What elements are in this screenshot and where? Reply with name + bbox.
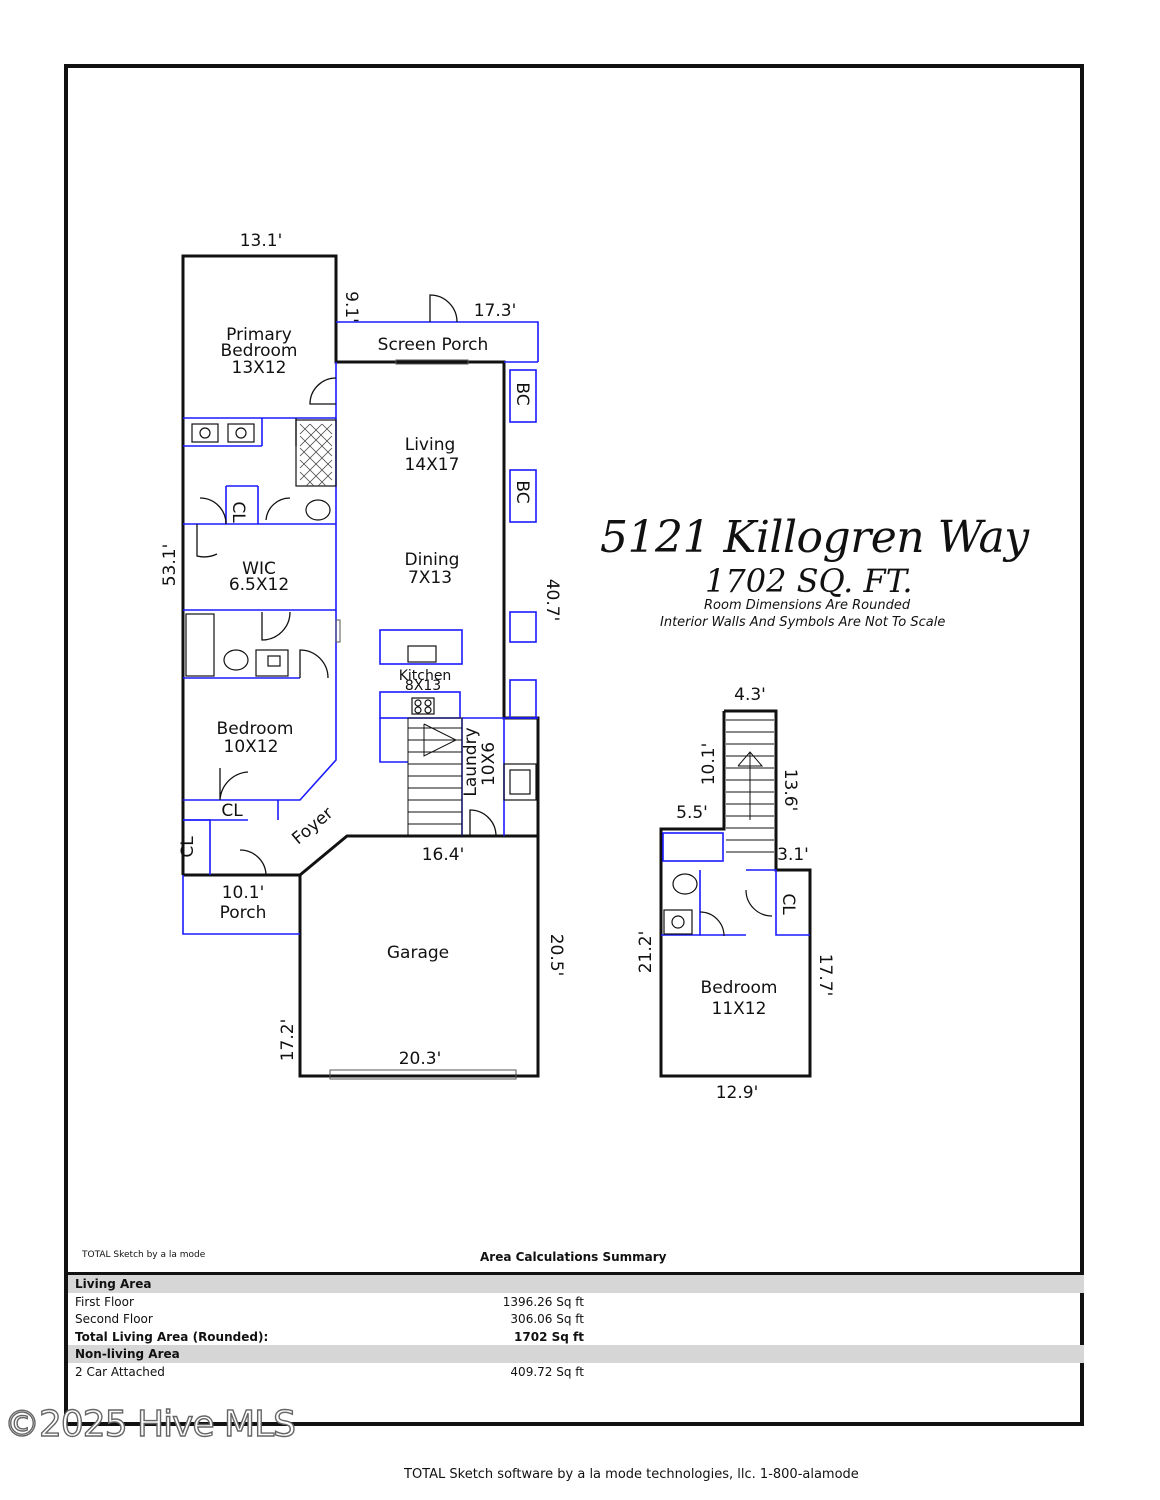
row-value: 1396.26 Sq ft: [502, 1294, 584, 1309]
kitchen-label: Kitchen: [399, 668, 452, 684]
second-floor-fixtures: [663, 873, 773, 937]
toilet-icon: [305, 499, 331, 521]
second-floor-exterior-walls: [659, 709, 812, 1078]
dimension-label: 3.1': [777, 845, 809, 865]
dimension-label: 53.1': [160, 544, 180, 587]
table-row: Second Floor 306.06 Sq ft: [68, 1310, 1084, 1328]
row-label: Second Floor: [75, 1312, 153, 1326]
table-row: 2 Car Attached 409.72 Sq ft: [68, 1363, 1084, 1381]
dimension-label: 13.1': [240, 231, 283, 251]
door-swings: [196, 294, 497, 875]
dimension-label: 17.2': [278, 1019, 298, 1062]
bathtub-icon: [185, 613, 215, 677]
scale-note: Interior Walls And Symbols Are Not To Sc…: [660, 615, 946, 630]
page-frame: [64, 64, 1084, 1426]
primary-bedroom-size: 13X12: [232, 358, 287, 378]
wic-size: 6.5X12: [229, 575, 289, 595]
bookcase-label: BC: [512, 382, 532, 405]
toilet-icon: [223, 649, 249, 671]
closet-label: CL: [178, 836, 198, 858]
dimension-label: 10.1': [699, 743, 719, 786]
garage-label: Garage: [387, 943, 449, 963]
property-address: 5121 Killogren Way: [600, 512, 1029, 563]
dimension-label: 4.3': [734, 685, 766, 705]
room-labels: Primary Bedroom 13X12 Screen Porch Livin…: [217, 325, 778, 1019]
closet-label: CL: [221, 801, 243, 821]
dimension-labels: 13.1' 17.3' 16.4' 20.3' 4.3' 5.5' 3.1' 1…: [160, 231, 835, 1103]
upstairs-bedroom-size: 11X12: [712, 999, 767, 1019]
second-floor-interior-walls: [661, 832, 810, 936]
stove-icon: [411, 697, 435, 715]
row-label: Total Living Area (Rounded):: [75, 1329, 269, 1344]
sink-icon: [663, 909, 693, 935]
fixtures: [185, 419, 537, 801]
dimension-label: 12.9': [716, 1083, 759, 1103]
summary-title: Area Calculations Summary: [480, 1250, 667, 1264]
first-floor-stairs: [407, 717, 463, 837]
row-label: 2 Car Attached: [75, 1364, 165, 1379]
sink-icon: [407, 645, 437, 663]
dimension-label: 17.3': [474, 301, 517, 321]
second-floor-stairs: [726, 719, 774, 853]
sink-icon: [191, 423, 219, 443]
row-value: 1702 Sq ft: [514, 1329, 584, 1344]
sink-icon: [227, 423, 255, 443]
kitchen-size: 8X13: [405, 678, 441, 694]
table-row: Living Area: [68, 1275, 1084, 1293]
primary-bedroom-label: Primary: [226, 325, 292, 345]
dimension-label: 20.5': [546, 934, 566, 977]
footer-credit: TOTAL Sketch software by a la mode techn…: [404, 1467, 859, 1482]
living-size: 14X17: [405, 455, 460, 475]
watermark: ©2025 Hive MLS: [3, 1403, 296, 1445]
porch-dimension: 10.1': [222, 883, 265, 903]
row-label: Living Area: [75, 1277, 152, 1291]
bookcase-label: BC: [512, 480, 532, 503]
table-row: First Floor 1396.26 Sq ft: [68, 1293, 1084, 1311]
first-floor-interior-walls: [182, 321, 539, 935]
wic-label: WIC: [242, 559, 276, 579]
bedroom-label: Bedroom: [217, 719, 294, 739]
washer-icon: [503, 763, 537, 801]
laundry-label: Laundry: [461, 727, 481, 796]
dimension-label: 9.1': [341, 291, 361, 323]
dimension-label: 20.3': [399, 1049, 442, 1069]
upstairs-bedroom-label: Bedroom: [701, 978, 778, 998]
row-value: 306.06 Sq ft: [510, 1312, 584, 1326]
sketch-credit: TOTAL Sketch by a la mode: [82, 1250, 206, 1260]
bedroom-size: 10X12: [224, 737, 279, 757]
windows: [329, 359, 517, 1080]
dimension-label: 21.2': [636, 931, 656, 974]
dimension-label: 40.7': [542, 579, 562, 622]
sink-icon: [255, 649, 289, 677]
dining-size: 7X13: [408, 568, 452, 588]
table-row: Total Living Area (Rounded): 1702 Sq ft: [68, 1328, 1084, 1346]
dimension-note: Room Dimensions Are Rounded: [704, 598, 911, 613]
toilet-icon: [672, 873, 698, 895]
dimension-label: 5.5': [676, 803, 708, 823]
dimension-label: 13.6': [780, 769, 800, 812]
closet-label: CL: [228, 501, 248, 523]
closet-label: CL: [778, 893, 798, 915]
row-label: First Floor: [75, 1294, 134, 1309]
shower-icon: [295, 419, 337, 487]
foyer-label: Foyer: [288, 803, 337, 849]
square-footage: 1702 SQ. FT.: [705, 562, 913, 600]
dimension-label: 16.4': [422, 845, 465, 865]
laundry-size: 10X6: [479, 742, 499, 786]
first-floor-exterior-walls: [181, 254, 540, 1078]
dining-label: Dining: [405, 550, 460, 570]
row-value: 409.72 Sq ft: [510, 1364, 584, 1379]
living-label: Living: [405, 435, 456, 455]
dimension-label: 17.7': [815, 954, 835, 997]
porch-label: Porch: [220, 903, 267, 923]
table-row: Non-living Area: [68, 1345, 1084, 1363]
primary-bedroom-label: Bedroom: [221, 341, 298, 361]
shower-pattern: [299, 423, 333, 487]
area-summary-table: Living Area First Floor 1396.26 Sq ft Se…: [68, 1272, 1084, 1380]
row-label: Non-living Area: [75, 1347, 180, 1361]
screen-porch-label: Screen Porch: [378, 335, 489, 355]
